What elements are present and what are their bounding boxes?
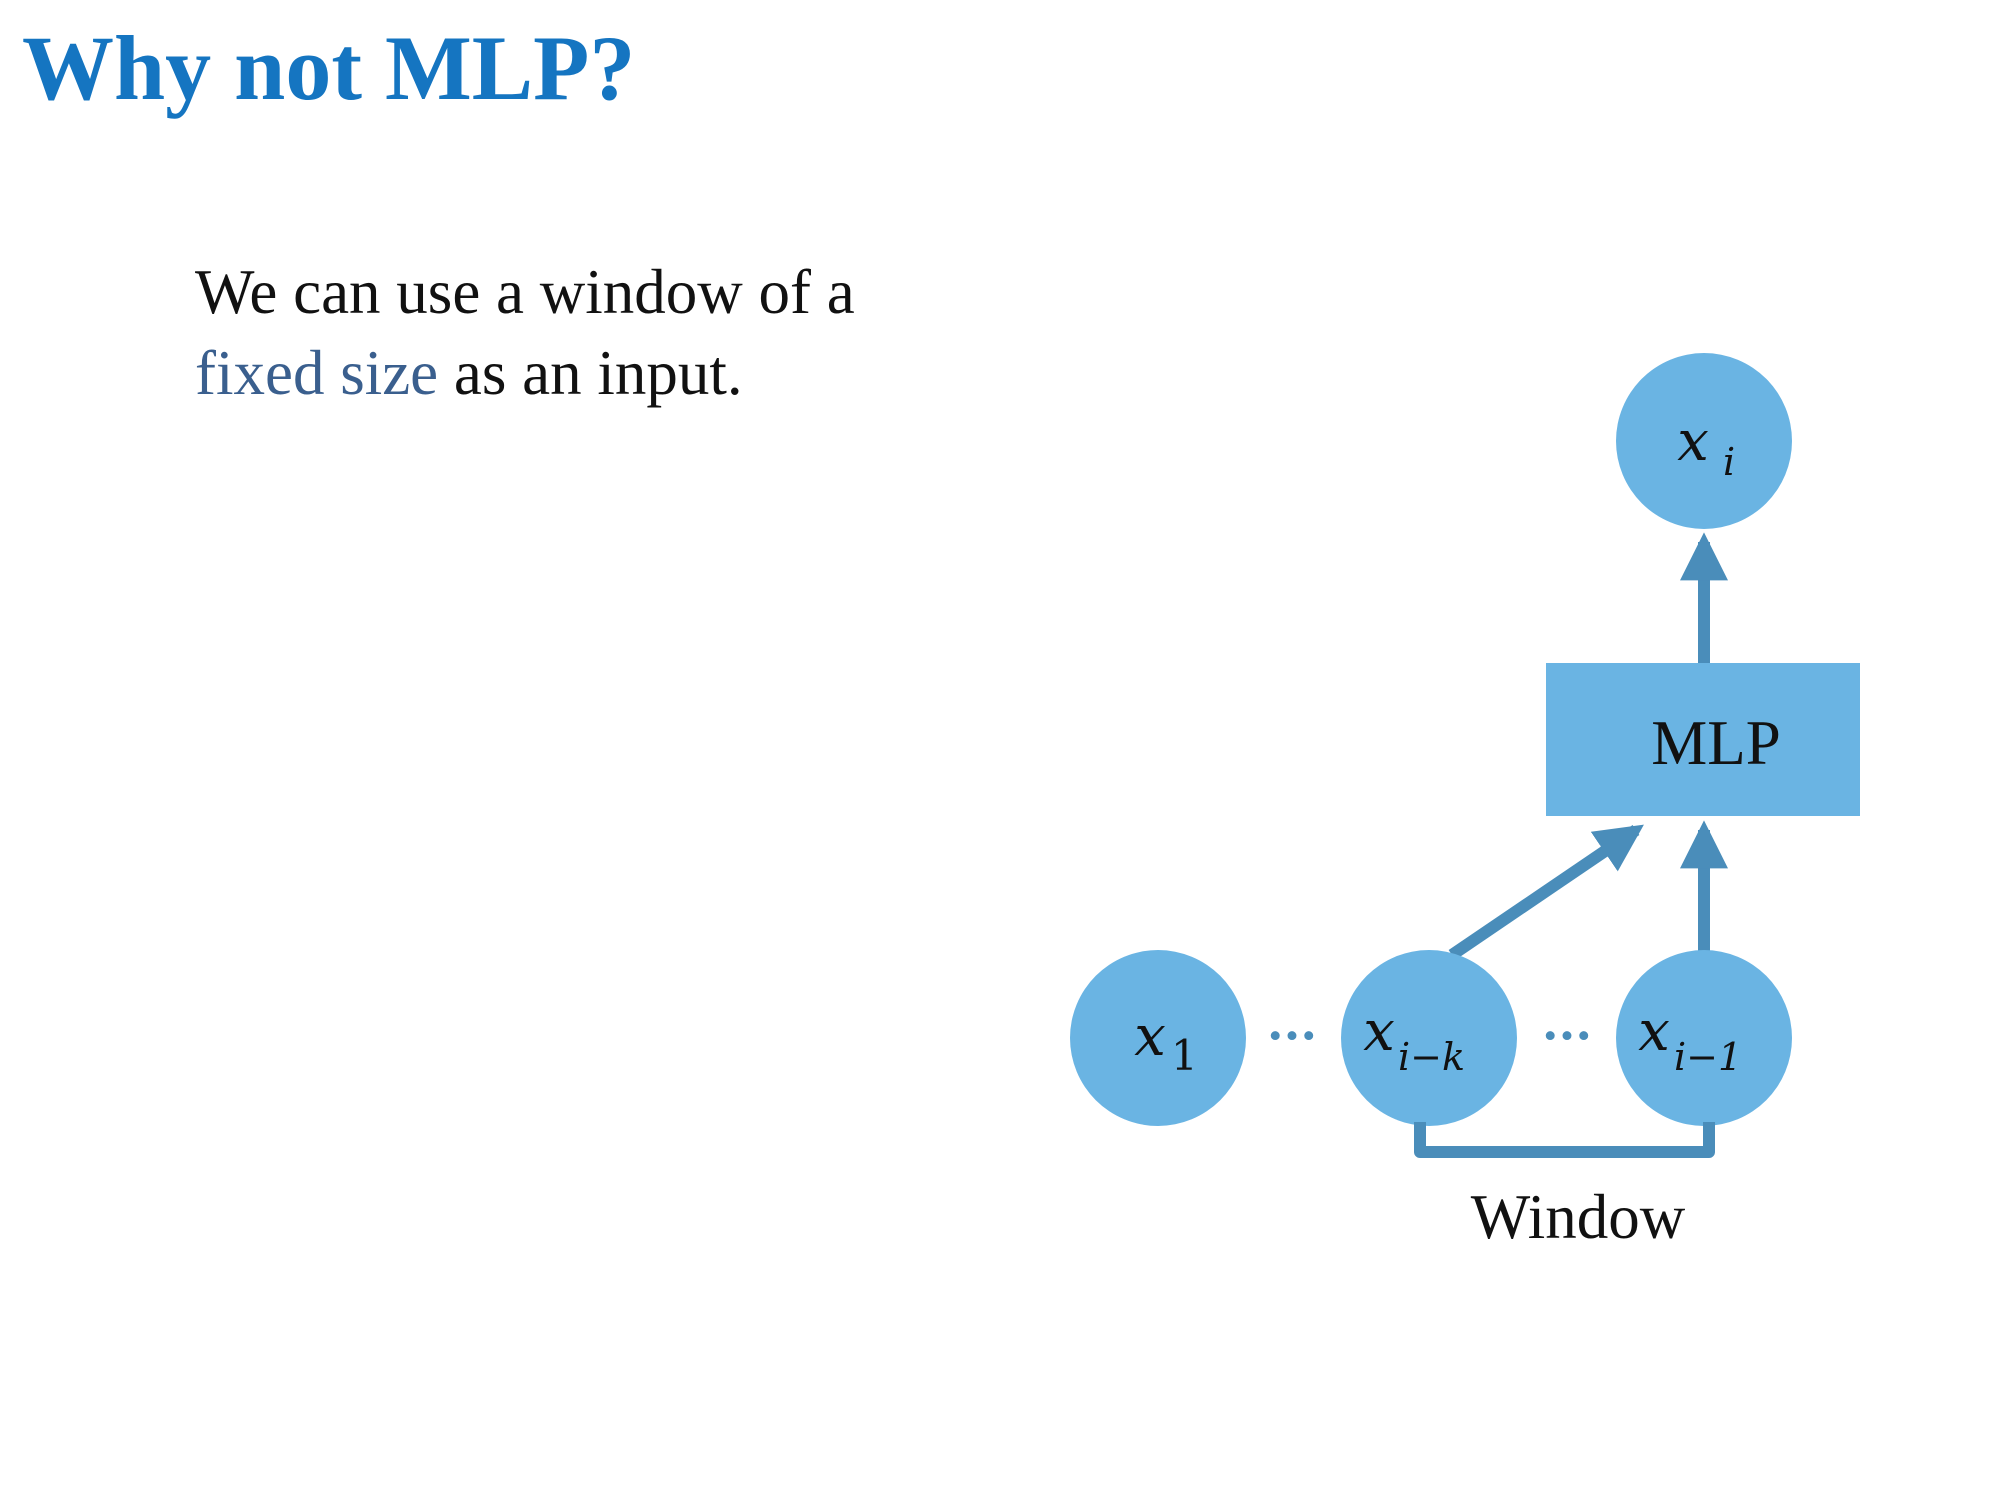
input-node-xik-circle (1341, 950, 1517, 1126)
output-node-circle (1616, 353, 1792, 529)
body-line-2: fixed size as an input. (195, 333, 855, 414)
input-node-xik-sub: i−k (1398, 1035, 1465, 1079)
input-node-x1-circle (1070, 950, 1246, 1126)
ellipsis-left: ··· (1267, 1008, 1317, 1064)
mlp-block: MLP (1546, 663, 1860, 816)
fixed-size-highlight: fixed size (195, 338, 439, 408)
input-node-x1: x 1 (1070, 950, 1246, 1126)
mlp-box (1546, 663, 1860, 816)
body-line-2-rest: as an input. (438, 338, 743, 408)
window-bracket (1414, 1122, 1715, 1158)
mlp-label: MLP (1651, 708, 1781, 778)
arrow-xik-to-mlp (1448, 824, 1644, 960)
body-text: We can use a window of a fixed size as a… (195, 252, 855, 414)
input-node-x1-var: x (1134, 1004, 1166, 1069)
input-node-xik: x i−k (1341, 950, 1517, 1126)
input-node-xi1: x i−1 (1616, 950, 1792, 1126)
ellipsis-right: ··· (1542, 1008, 1592, 1064)
input-node-xik-var: x (1363, 999, 1395, 1064)
window-label: Window (1471, 1182, 1686, 1252)
input-node-xi1-circle (1616, 950, 1792, 1126)
input-node-xi1-var: x (1638, 999, 1670, 1064)
body-line-1: We can use a window of a (195, 257, 855, 327)
slide-title: Why not MLP? (22, 17, 636, 119)
output-node-var: x (1677, 409, 1709, 474)
input-node-xi1-sub: i−1 (1674, 1035, 1742, 1079)
output-node: x i (1616, 353, 1792, 529)
output-node-sub: i (1723, 440, 1735, 484)
input-node-x1-sub: 1 (1171, 1031, 1198, 1080)
